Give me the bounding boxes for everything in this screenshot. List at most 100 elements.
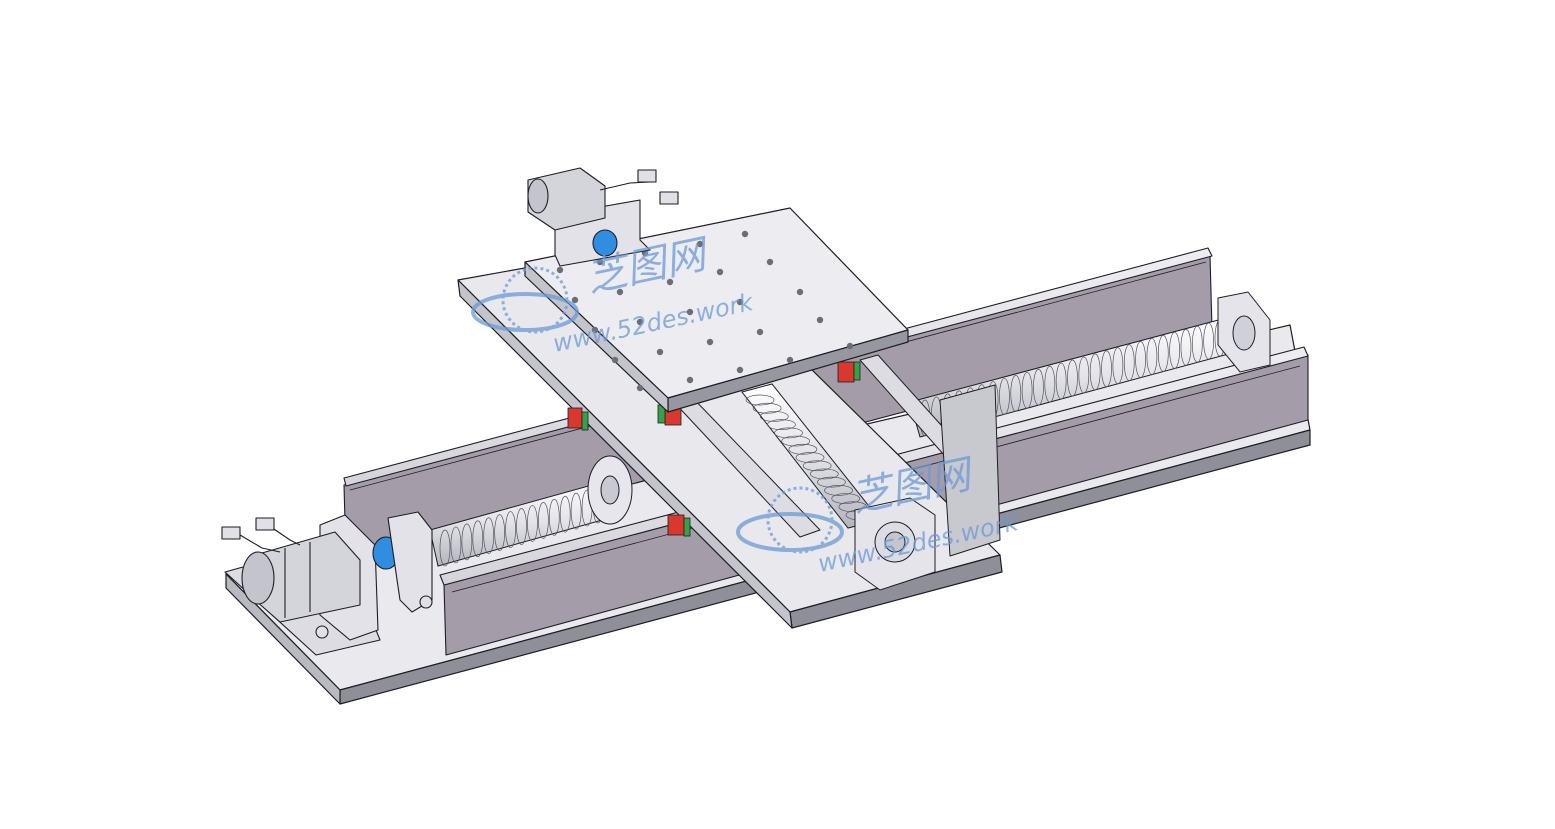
upper-screw-threads (745, 394, 875, 521)
screw-thread (824, 485, 853, 496)
screw-thread (505, 511, 516, 548)
motor-cable-1 (239, 534, 281, 553)
screw-thread (1010, 375, 1022, 412)
connector-2 (255, 517, 275, 531)
table-hole (716, 268, 724, 276)
screw-thread (439, 529, 451, 567)
table-hole (706, 338, 714, 346)
upper-connector-1 (637, 169, 657, 183)
lower-motor-assembly (221, 511, 433, 656)
screw-thread (752, 402, 782, 414)
screw-thread (1067, 359, 1078, 397)
screw-thread (745, 394, 775, 406)
table-hole (736, 298, 744, 306)
table-hole (786, 356, 794, 364)
upper-rail-right-wall (939, 384, 1001, 557)
screw-thread (1033, 368, 1044, 406)
screw-thread (1180, 328, 1192, 366)
end-support-port-bore (884, 531, 906, 553)
table-hole (591, 326, 599, 334)
table-hole (636, 384, 644, 392)
screw-thread (548, 498, 560, 536)
upper-motor-end-cap (527, 178, 549, 214)
work-table-holes (556, 230, 854, 392)
table-hole (616, 288, 624, 296)
screw-thread (809, 468, 839, 480)
screw-thread (759, 411, 789, 422)
screw-thread (538, 502, 549, 539)
slider-block-1-seal (581, 411, 589, 431)
watermark-orbit-icon-2 (736, 512, 844, 552)
nut-bore (600, 475, 620, 505)
upper-connector-2 (659, 191, 679, 205)
screw-thread (767, 419, 796, 430)
table-hole (846, 342, 854, 350)
table-hole (766, 258, 774, 266)
screw-thread (1157, 335, 1169, 372)
end-support-bore (1232, 315, 1256, 351)
table-hole (686, 376, 694, 384)
screw-thread (483, 517, 495, 555)
screw-thread (1101, 350, 1112, 388)
screw-thread (1191, 325, 1203, 363)
motor-end-cap (241, 551, 275, 605)
screw-thread (516, 508, 527, 545)
motor-cable-2 (267, 524, 301, 546)
screw-thread (831, 493, 861, 504)
screw-thread (774, 427, 803, 439)
screw-thread (999, 378, 1010, 415)
screw-thread (1112, 347, 1124, 385)
table-hole (556, 266, 564, 274)
screw-thread (527, 505, 538, 542)
screw-thread (472, 520, 484, 558)
screw-thread (1203, 322, 1215, 360)
slider-block-4 (667, 514, 685, 536)
screw-thread (1123, 344, 1135, 381)
table-hole (796, 288, 804, 296)
slider-block-3-seal (853, 361, 861, 381)
screw-thread (795, 452, 825, 463)
table-hole (611, 356, 619, 364)
slider-block-1 (567, 407, 583, 429)
connector-1 (221, 526, 241, 540)
screw-thread (494, 514, 505, 551)
screw-thread (817, 476, 846, 488)
screw-thread (802, 460, 832, 472)
table-hole (696, 240, 704, 248)
screw-thread (1078, 356, 1090, 394)
screw-thread (1021, 371, 1033, 409)
upper-carriage-left-edge (457, 279, 793, 629)
screw-thread (1044, 365, 1056, 403)
table-hole (571, 296, 579, 304)
slider-block-4-seal (683, 517, 691, 537)
upper-motor-assembly (527, 167, 679, 267)
screw-thread (450, 526, 462, 564)
screw-thread (838, 501, 868, 513)
upper-axis-rails (671, 354, 1001, 557)
screw-thread (1089, 353, 1101, 391)
table-hole (596, 258, 604, 266)
base-plate-left-edge (225, 573, 341, 705)
table-hole (736, 366, 744, 374)
slider-block-3 (837, 361, 855, 383)
table-hole (656, 348, 664, 356)
table-hole (756, 328, 764, 336)
table-hole (636, 318, 644, 326)
screw-thread (1146, 338, 1158, 375)
upper-motor-cable (599, 181, 651, 191)
upper-motor-body (527, 167, 606, 231)
screw-thread (559, 495, 571, 533)
table-hole (686, 308, 694, 316)
screw-thread (788, 443, 818, 455)
screw-thread (1055, 362, 1067, 400)
watermark-orbit-icon (471, 292, 579, 332)
table-hole (666, 278, 674, 286)
screw-thread (1135, 341, 1146, 378)
screw-thread (781, 435, 811, 447)
screw-thread (1169, 331, 1180, 369)
bolt-a (419, 595, 433, 609)
screw-thread (461, 523, 473, 561)
screw-thread (570, 492, 582, 530)
upper-ball-screw (741, 383, 936, 591)
